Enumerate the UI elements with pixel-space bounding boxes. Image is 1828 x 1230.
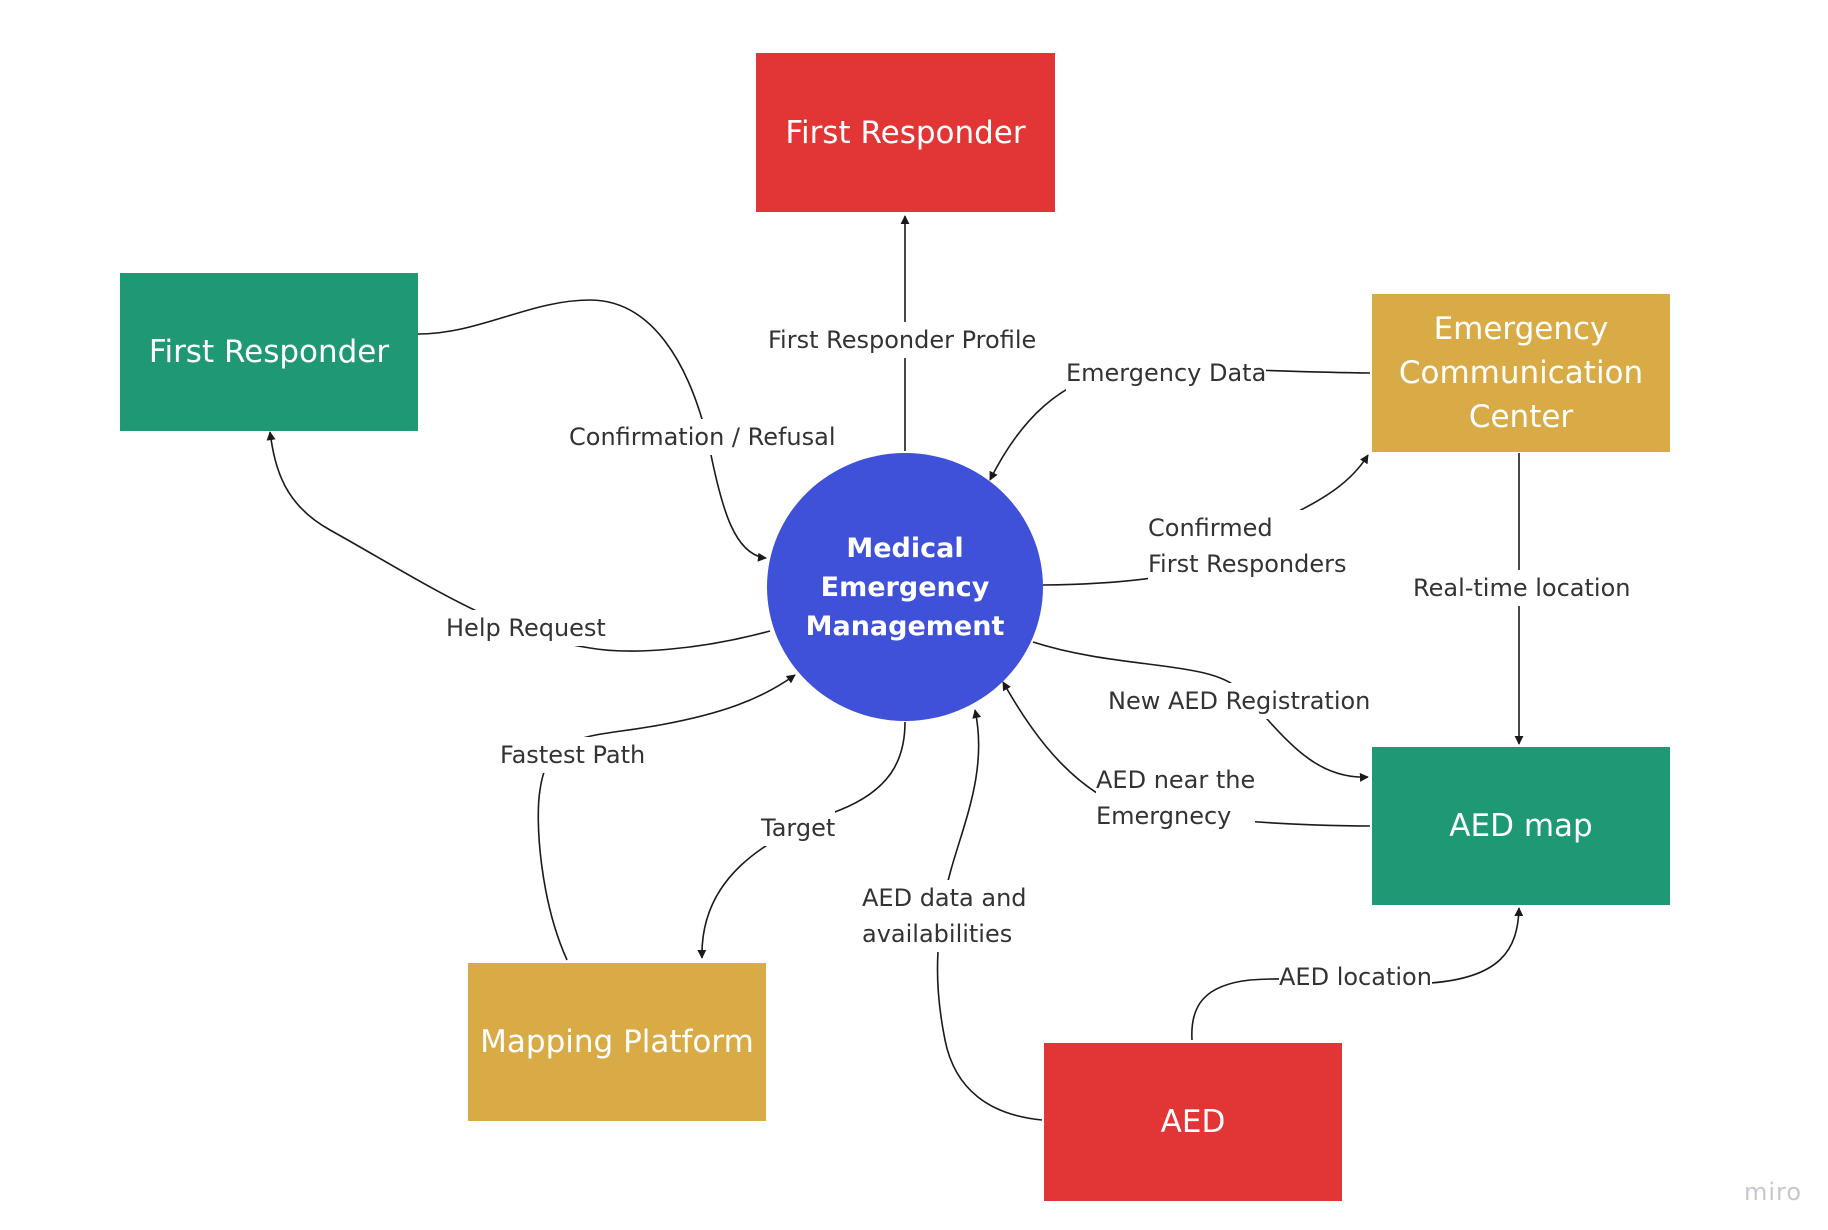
edge-fastest-path xyxy=(537,674,796,961)
node-mapping-platform[interactable]: Mapping Platform xyxy=(468,963,766,1121)
node-medical-emergency-management-label: Medical Emergency Management xyxy=(805,532,1005,642)
edge-label-emergency-data: Emergency Data xyxy=(1066,355,1267,391)
node-first-responder-top[interactable]: First Responder xyxy=(756,53,1055,212)
edge-confirm-refusal xyxy=(417,299,767,562)
node-first-responder-top-label: First Responder xyxy=(785,114,1026,151)
node-mapping-platform-label: Mapping Platform xyxy=(480,1024,754,1060)
edge-aed-data xyxy=(936,709,1043,1121)
edge-label-real-time-location: Real-time location xyxy=(1413,570,1631,606)
node-aed-map[interactable]: AED map xyxy=(1372,747,1670,905)
node-first-responder-left-label: First Responder xyxy=(148,334,390,370)
node-emergency-communication-center[interactable]: Emergency Communication Center xyxy=(1372,294,1670,452)
node-medical-emergency-management[interactable]: Medical Emergency Management xyxy=(767,453,1043,721)
edge-label-aed-location: AED location xyxy=(1279,959,1432,995)
node-aed-label: AED xyxy=(1160,1104,1226,1140)
edge-label-help-request: Help Request xyxy=(446,610,606,646)
node-aed-map-label: AED map xyxy=(1449,808,1593,844)
edge-label-new-aed-registration: New AED Registration xyxy=(1108,683,1371,719)
edge-label-fastest-path: Fastest Path xyxy=(500,737,646,773)
node-emergency-communication-center-label: Emergency Communication Center xyxy=(1398,311,1644,435)
edge-help-request xyxy=(266,431,771,652)
edge-label-aed-near-the-emergency: AED near the Emergnecy xyxy=(1096,762,1256,834)
edge-label-confirmation-refusal: Confirmation / Refusal xyxy=(569,419,836,455)
node-aed[interactable]: AED xyxy=(1044,1043,1342,1201)
edge-label-confirmed-first-responders: Confirmed First Responders xyxy=(1148,510,1347,582)
miro-watermark: miro xyxy=(1744,1178,1803,1206)
node-first-responder-left[interactable]: First Responder xyxy=(120,273,418,431)
edge-label-target: Target xyxy=(761,810,836,846)
edge-label-aed-data-and-availabilities: AED data and availabilities xyxy=(862,880,1027,952)
edge-label-first-responder-profile: First Responder Profile xyxy=(768,322,1037,358)
